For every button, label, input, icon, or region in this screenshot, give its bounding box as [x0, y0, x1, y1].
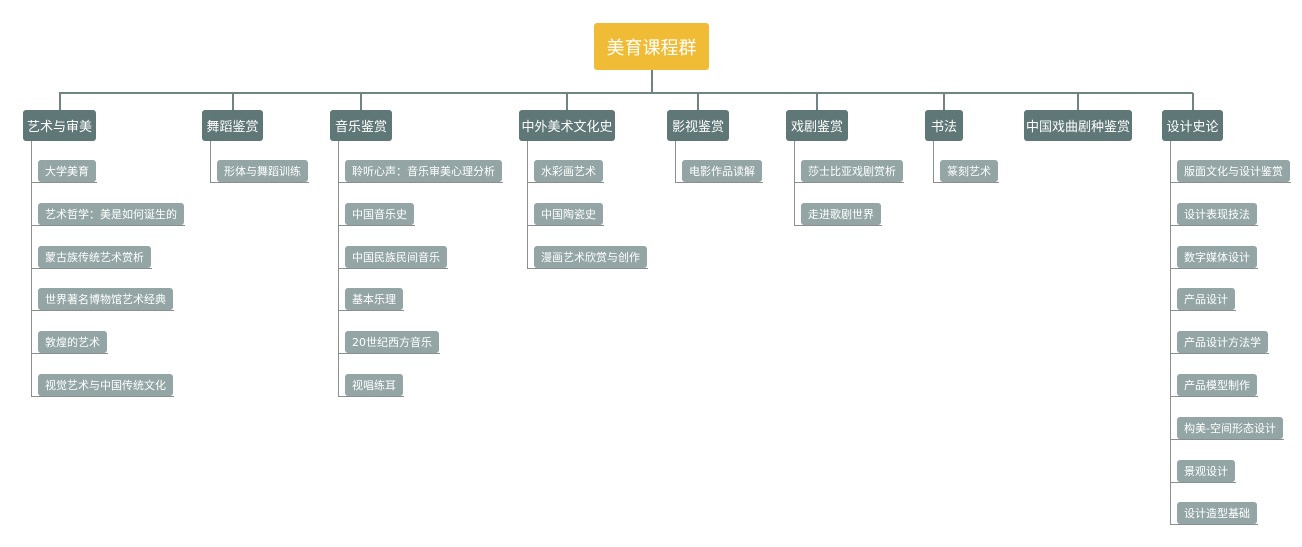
child-underline	[527, 268, 648, 269]
child-node[interactable]: 视唱练耳	[345, 374, 403, 396]
child-node[interactable]: 景观设计	[1177, 460, 1235, 482]
child-connector	[210, 141, 211, 182]
child-node[interactable]: 中国民族民间音乐	[345, 246, 447, 268]
child-node[interactable]: 视觉艺术与中国传统文化	[38, 374, 173, 396]
branch-node[interactable]: 舞蹈鉴赏	[202, 110, 263, 141]
child-node[interactable]: 世界著名博物馆艺术经典	[38, 288, 173, 310]
child-node[interactable]: 艺术哲学：美是如何诞生的	[38, 203, 184, 225]
child-underline	[31, 268, 152, 269]
root-node[interactable]: 美育课程群	[594, 23, 709, 70]
child-underline	[794, 182, 904, 183]
child-connector	[933, 141, 934, 182]
child-underline	[31, 182, 97, 183]
branch-connector	[1077, 93, 1079, 110]
branch-connector	[1192, 93, 1194, 110]
branch-node[interactable]: 设计史论	[1162, 110, 1223, 141]
branch-connector	[232, 93, 234, 110]
child-node[interactable]: 产品设计方法学	[1177, 331, 1268, 353]
child-node[interactable]: 莎士比亚戏剧赏析	[801, 160, 903, 182]
child-node[interactable]: 篆刻艺术	[940, 160, 998, 182]
child-node[interactable]: 电影作品读解	[682, 160, 762, 182]
child-underline	[338, 225, 415, 226]
child-underline	[933, 182, 999, 183]
child-underline	[338, 268, 448, 269]
child-underline	[338, 396, 404, 397]
child-node[interactable]: 大学美育	[38, 160, 96, 182]
child-underline	[1170, 482, 1236, 483]
child-underline	[210, 182, 309, 183]
child-underline	[527, 225, 604, 226]
branch-bus-line	[59, 92, 1193, 94]
child-node[interactable]: 版面文化与设计鉴赏	[1177, 160, 1290, 182]
child-underline	[1170, 182, 1291, 183]
child-underline	[31, 310, 174, 311]
child-node[interactable]: 设计表现技法	[1177, 203, 1257, 225]
child-node[interactable]: 设计造型基础	[1177, 502, 1257, 524]
child-underline	[31, 396, 174, 397]
child-underline	[794, 225, 882, 226]
child-underline	[1170, 225, 1258, 226]
child-node[interactable]: 产品设计	[1177, 288, 1235, 310]
child-node[interactable]: 基本乐理	[345, 288, 403, 310]
child-node[interactable]: 20世纪西方音乐	[345, 331, 439, 353]
child-node[interactable]: 产品模型制作	[1177, 374, 1257, 396]
child-underline	[1170, 439, 1284, 440]
child-node[interactable]: 走进歌剧世界	[801, 203, 881, 225]
branch-connector	[943, 93, 945, 110]
root-connector	[651, 70, 653, 93]
branch-node[interactable]: 影视鉴赏	[667, 110, 729, 141]
child-node[interactable]: 形体与舞蹈训练	[217, 160, 308, 182]
child-node[interactable]: 数字媒体设计	[1177, 246, 1257, 268]
child-underline	[338, 310, 404, 311]
child-connector	[1170, 141, 1171, 525]
branch-node[interactable]: 艺术与审美	[23, 110, 96, 141]
child-underline	[1170, 310, 1236, 311]
child-connector	[675, 141, 676, 182]
child-node[interactable]: 中国音乐史	[345, 203, 414, 225]
child-underline	[338, 182, 503, 183]
child-node[interactable]: 中国陶瓷史	[534, 203, 603, 225]
child-node[interactable]: 聆听心声：音乐审美心理分析	[345, 160, 502, 182]
child-underline	[1170, 268, 1258, 269]
branch-connector	[360, 93, 362, 110]
child-underline	[527, 182, 604, 183]
branch-connector	[816, 93, 818, 110]
branch-node[interactable]: 中外美术文化史	[519, 110, 615, 141]
branch-connector	[697, 93, 699, 110]
child-node[interactable]: 敦煌的艺术	[38, 331, 107, 353]
child-node[interactable]: 蒙古族传统艺术赏析	[38, 246, 151, 268]
child-node[interactable]: 漫画艺术欣赏与创作	[534, 246, 647, 268]
child-underline	[31, 225, 185, 226]
child-node[interactable]: 水彩画艺术	[534, 160, 603, 182]
branch-node[interactable]: 音乐鉴赏	[330, 110, 392, 141]
child-connector	[527, 141, 528, 268]
child-underline	[1170, 524, 1258, 525]
branch-node[interactable]: 书法	[925, 110, 963, 141]
child-underline	[1170, 396, 1258, 397]
branch-connector	[566, 93, 568, 110]
branch-connector	[59, 93, 61, 110]
child-underline	[675, 182, 763, 183]
child-underline	[31, 353, 108, 354]
branch-node[interactable]: 中国戏曲剧种鉴赏	[1024, 110, 1132, 141]
child-underline	[1170, 353, 1269, 354]
child-underline	[338, 353, 440, 354]
child-node[interactable]: 构美-空间形态设计	[1177, 417, 1283, 439]
branch-node[interactable]: 戏剧鉴赏	[786, 110, 848, 141]
